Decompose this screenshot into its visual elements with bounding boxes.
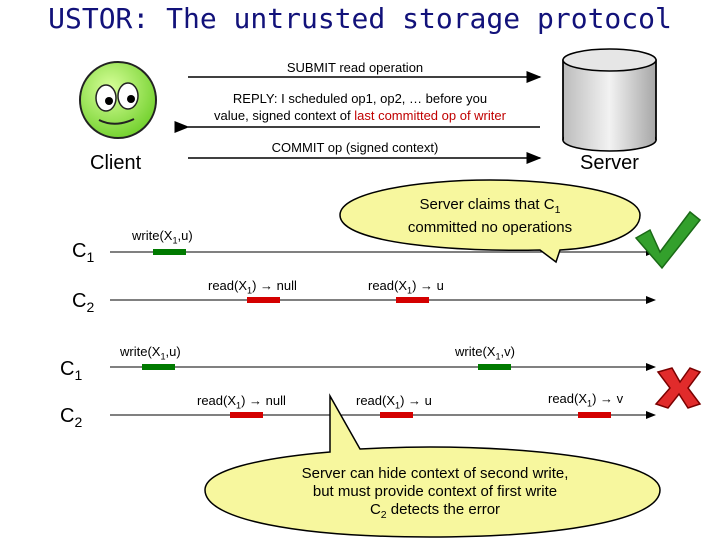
- read-mark: [247, 297, 280, 303]
- op-label: read(X1) → v: [548, 391, 624, 409]
- speech-bubble-1-line2: committed no operations: [407, 219, 573, 236]
- speech-bubble-2-line2: but must provide context of first write: [312, 483, 558, 500]
- speech-bubble-2-text: Server can hide context of second write,…: [240, 465, 630, 524]
- reply-message-line1: REPLY: I scheduled op1, op2, … before yo…: [232, 91, 488, 106]
- op-label: read(X1) → u: [356, 393, 432, 411]
- server-database-icon: [562, 48, 657, 152]
- write-mark: [478, 364, 511, 370]
- client-smiley-icon: [79, 61, 157, 139]
- process-label-c1: C1: [60, 358, 83, 383]
- reply-message-line2: value, signed context of last committed …: [176, 108, 544, 123]
- speech-bubble-1-text: Server claims that C1 committed no opera…: [345, 196, 635, 237]
- op-label: read(X1) → null: [208, 278, 297, 296]
- read-mark: [380, 412, 413, 418]
- reply-message-highlight: last committed op of writer: [354, 108, 506, 123]
- op-label: write(X1,v): [455, 344, 515, 362]
- read-mark: [578, 412, 611, 418]
- process-label-c2: C2: [72, 290, 95, 315]
- op-label: write(X1,u): [120, 344, 181, 362]
- write-mark: [142, 364, 175, 370]
- op-label: write(X1,u): [132, 228, 193, 246]
- process-label-c2: C2: [60, 405, 83, 430]
- cross-icon: [654, 367, 702, 409]
- speech-bubble-2: [204, 393, 661, 538]
- read-mark: [396, 297, 429, 303]
- speech-bubble-1: [339, 179, 641, 264]
- speech-bubble-1-line1: Server claims that C1: [419, 196, 561, 216]
- op-label: read(X1) → null: [197, 393, 286, 411]
- speech-bubble-2-line1: Server can hide context of second write,: [301, 465, 569, 482]
- write-mark: [153, 249, 186, 255]
- page-title: USTOR: The untrusted storage protocol: [48, 2, 672, 35]
- client-label: Client: [90, 152, 142, 174]
- submit-message-label: SUBMIT read operation: [286, 60, 424, 75]
- op-label: read(X1) → u: [368, 278, 444, 296]
- commit-message-label: COMMIT op (signed context): [271, 140, 439, 155]
- process-label-c1: C1: [72, 240, 95, 265]
- checkmark-icon: [634, 210, 702, 270]
- reply-message-prefix: value, signed context of: [214, 108, 355, 123]
- read-mark: [230, 412, 263, 418]
- server-label: Server: [580, 152, 639, 174]
- speech-bubble-2-line3: C2 detects the error: [369, 501, 501, 521]
